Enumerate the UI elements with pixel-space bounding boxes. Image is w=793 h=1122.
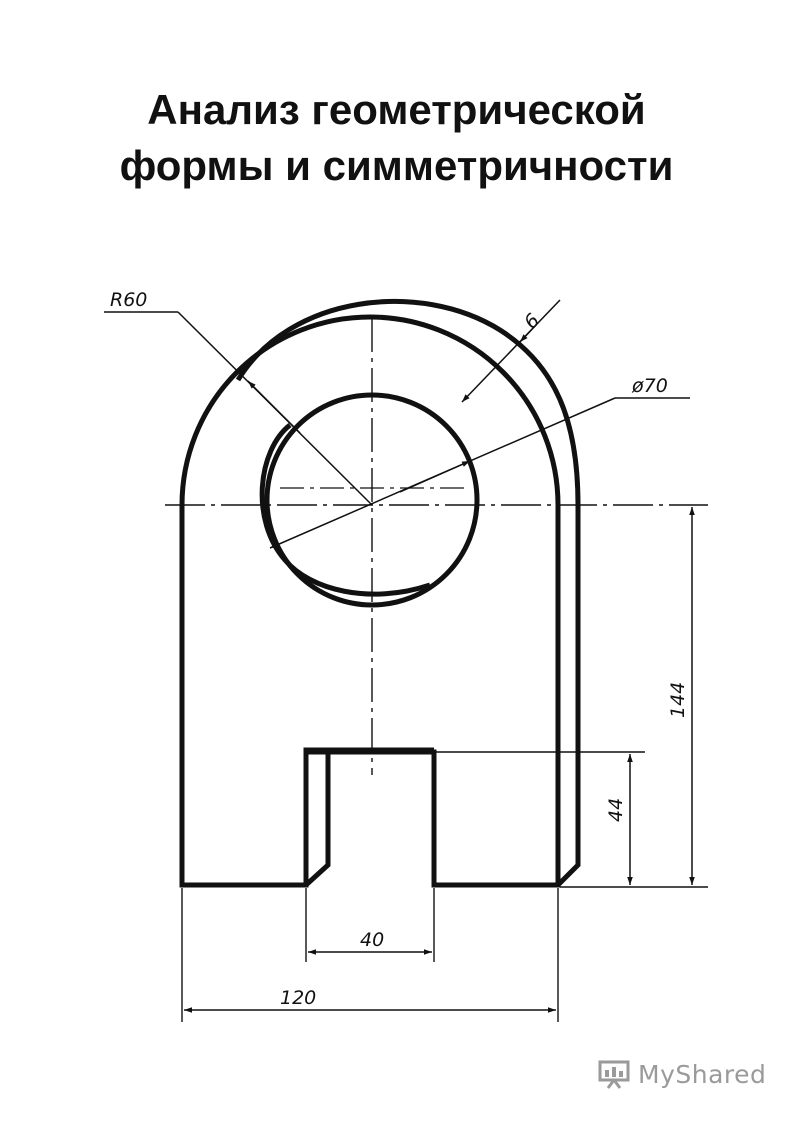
- thickness-label: 6: [520, 309, 544, 333]
- part-outline-front: [179, 314, 561, 888]
- width-total-label: 120: [280, 987, 316, 1009]
- radius-label: R60: [110, 289, 147, 311]
- presentation-board-icon: [598, 1060, 630, 1089]
- radius-arrow: [247, 380, 301, 434]
- watermark-logo: MyShared: [598, 1054, 766, 1094]
- diameter-label: ø70: [631, 375, 668, 397]
- title-line-2: формы и симметричности: [119, 142, 674, 189]
- slot-width-label: 40: [360, 929, 384, 951]
- title-line-1: Анализ геометрической: [147, 86, 646, 133]
- slot-back-edge: [303, 747, 434, 887]
- diameter-arrow: [399, 460, 471, 493]
- page-title: Анализ геометрической формы и симметричн…: [0, 82, 793, 194]
- height-total-label: 144: [667, 682, 689, 718]
- part-outline-back: [235, 298, 581, 887]
- watermark-text: MyShared: [638, 1059, 767, 1089]
- thickness-leader: [461, 299, 561, 403]
- slot-depth-label: 44: [605, 798, 627, 822]
- hole-circle-back: [259, 423, 431, 597]
- thickness-arrow: [519, 324, 537, 343]
